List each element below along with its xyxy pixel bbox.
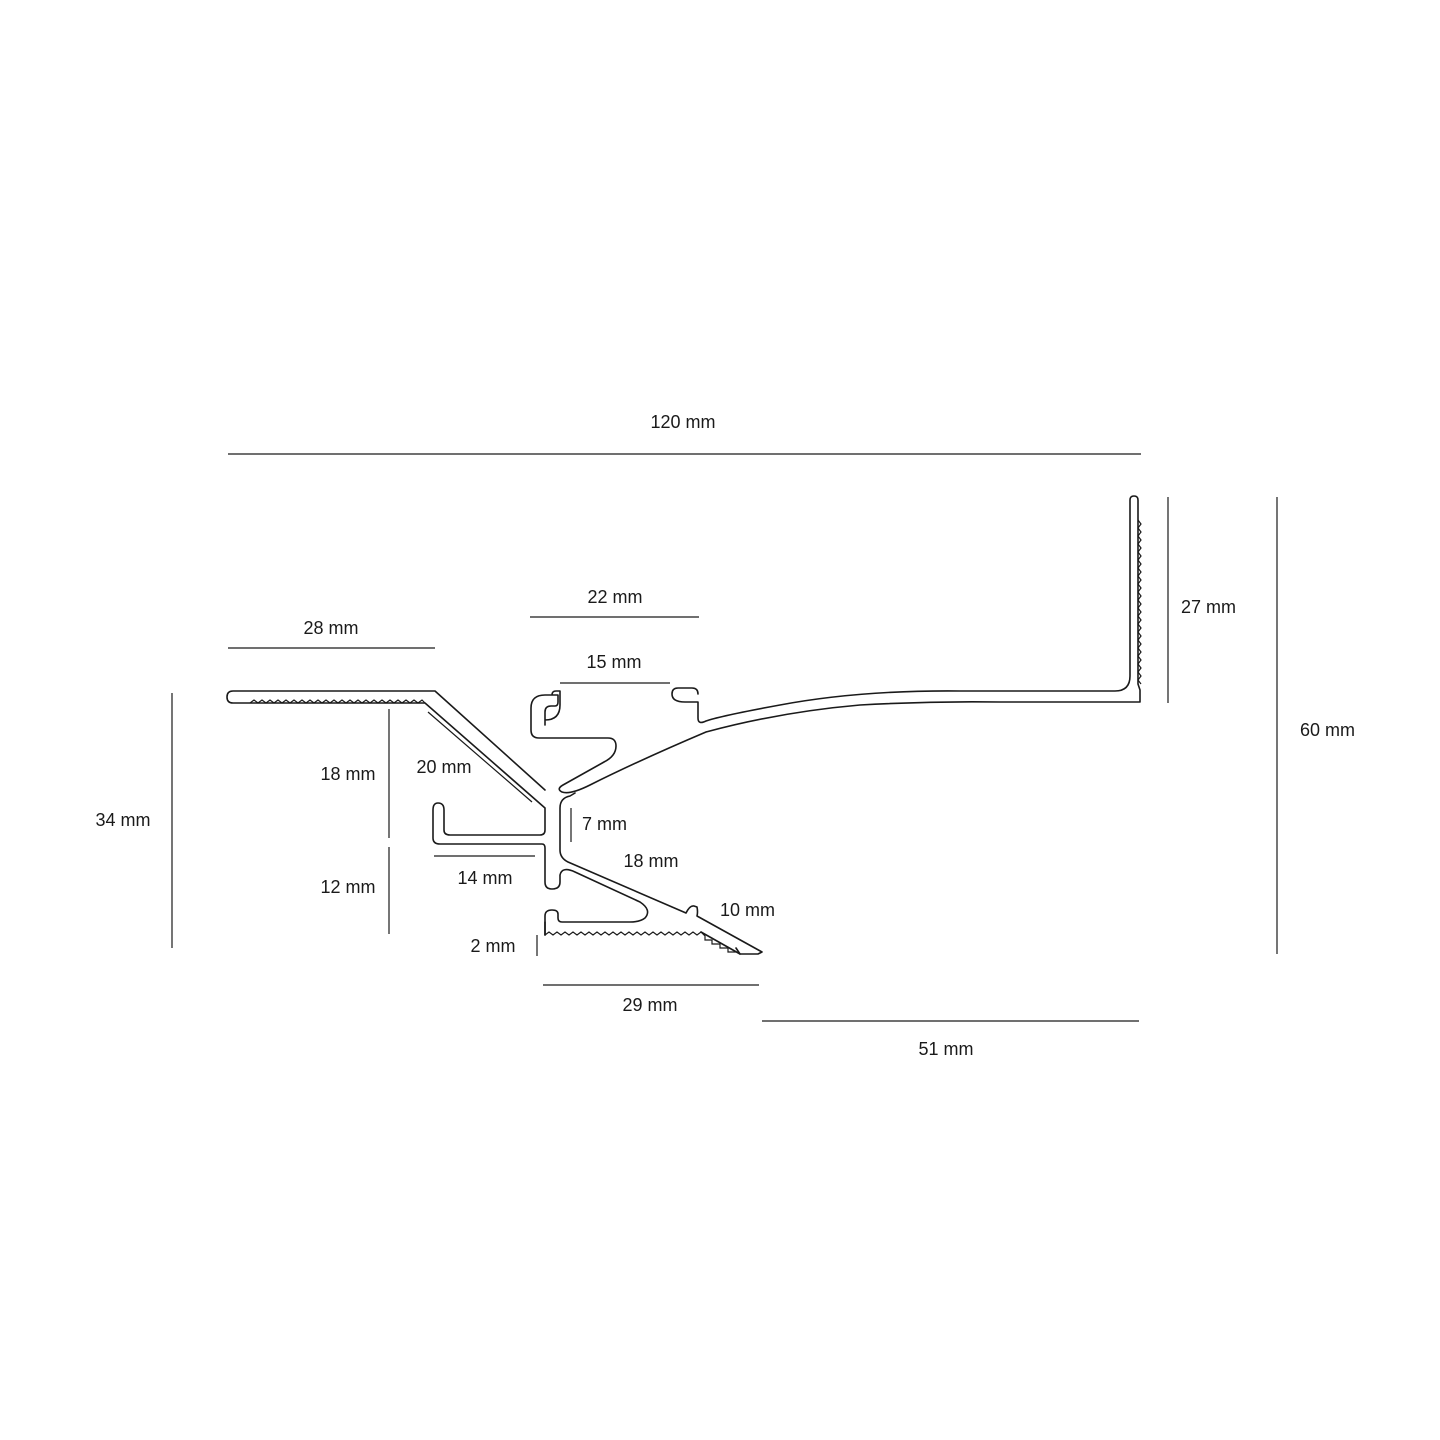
label-nose-length: 10 mm [720,900,775,920]
profile-serration-upstand [1137,519,1142,685]
profile-left-flange [226,690,649,936]
label-lower-diagonal-length: 18 mm [623,851,678,871]
label-overall-width: 120 mm [650,412,715,432]
aluminium-profile [226,495,1142,955]
label-diagonal-web-length: 20 mm [416,757,471,777]
label-stem-height: 7 mm [582,814,627,834]
label-base-thickness: 2 mm [471,936,516,956]
label-side-hook-width: 14 mm [457,868,512,888]
label-base-width: 29 mm [622,995,677,1015]
label-top-channel-opening: 15 mm [586,652,641,672]
label-overall-height: 60 mm [1300,720,1355,740]
dim-line-diagonal-web [427,711,533,803]
label-right-upstand-height: 27 mm [1181,597,1236,617]
dimension-lines [171,453,1278,1022]
label-top-channel-width: 22 mm [587,587,642,607]
label-left-height: 34 mm [95,810,150,830]
label-right-offset: 51 mm [918,1039,973,1059]
profile-stem-right [559,792,763,955]
profile-serration-left-flange [249,699,426,704]
dimension-labels: 120 mm 28 mm 22 mm 15 mm 27 mm 60 mm 34 … [95,412,1355,1059]
label-left-flange-width: 28 mm [303,618,358,638]
profile-base-underside [544,921,741,955]
profile-outline [530,495,1141,794]
label-lower-web-height: 12 mm [320,877,375,897]
profile-serration-base [544,931,736,953]
label-upper-web-height: 18 mm [320,764,375,784]
